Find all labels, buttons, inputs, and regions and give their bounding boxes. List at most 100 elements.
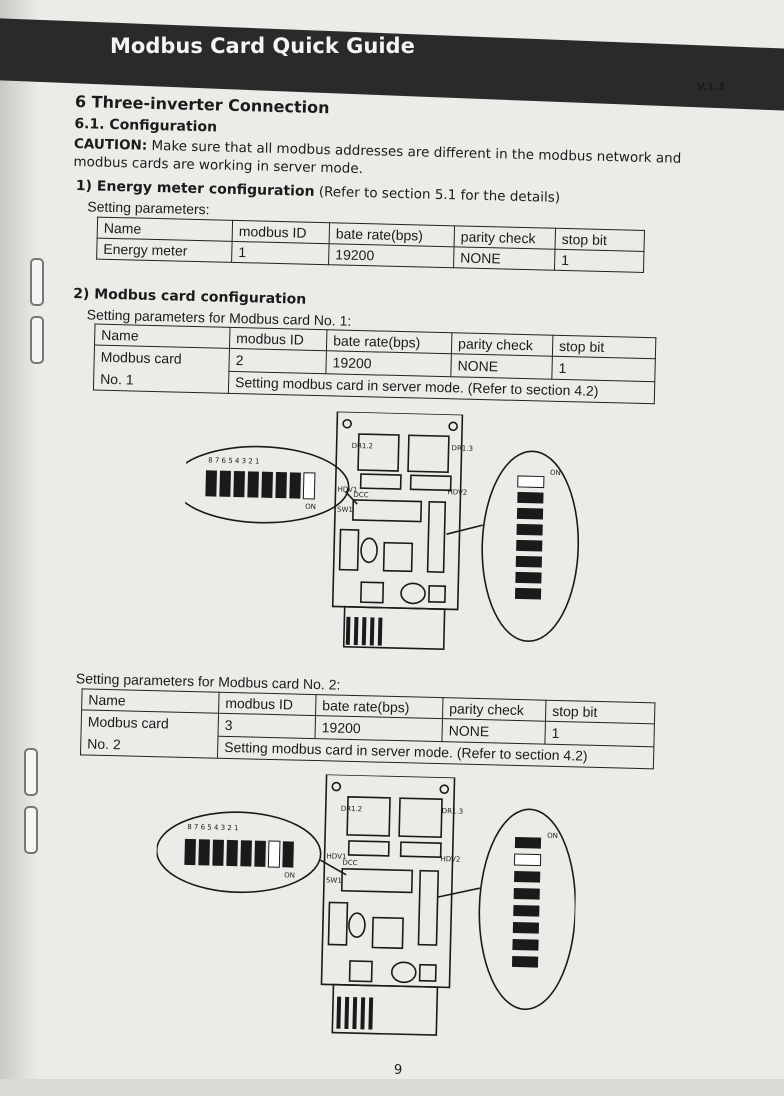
dip-on-label-right: ON: [550, 469, 561, 477]
dip-zoom-ellipse-right: [481, 450, 580, 643]
dr1-label: DR1.2: [352, 442, 374, 451]
capacitor: [390, 961, 417, 984]
dip-zoom-ellipse-left: [181, 445, 350, 524]
dip-switch-r1: [517, 475, 545, 489]
dip-switch-8: [184, 838, 196, 866]
pin: [360, 997, 366, 1030]
cell-name: Energy meter: [96, 238, 233, 263]
diode: [359, 473, 402, 490]
mount-hole: [331, 781, 342, 792]
cell-baud-rate: 19200: [328, 243, 455, 268]
step2-title: Modbus card configuration: [94, 286, 307, 308]
terminal-block: [398, 797, 443, 838]
sw1-dip-switch: [352, 499, 423, 523]
modbus-card-diagram-1: 8 7 6 5 4 3 2 1 ON HDV1 HDV2 SW1 DCC ON …: [181, 410, 580, 650]
cell-baud-rate: 19200: [314, 715, 443, 742]
header-modbus-id: modbus ID: [218, 692, 317, 716]
leader-line: [446, 524, 483, 535]
dr2-label: DR1.3: [452, 444, 474, 453]
dip-on-label-right: ON: [547, 832, 558, 840]
cell-name: Modbus card No. 2: [80, 709, 219, 759]
pin: [368, 997, 374, 1030]
dip-switch-r5: [513, 904, 540, 917]
small-connector: [327, 901, 349, 946]
capacitor: [400, 582, 426, 605]
cell-modbus-id: 1: [231, 241, 330, 265]
pcb-connector: [342, 605, 446, 650]
dip-switch-7: [198, 839, 210, 866]
pin: [377, 617, 383, 646]
cell-baud-rate: 19200: [325, 350, 452, 377]
diode: [399, 841, 442, 858]
crystal: [360, 537, 378, 564]
step1-note: (Refer to section 5.1 for the details): [314, 183, 561, 206]
dip-switch-r4: [513, 887, 540, 900]
header-stop-bit: stop bit: [554, 228, 645, 252]
binder-ring: [24, 806, 38, 854]
dcc-label: DCC: [342, 859, 357, 867]
crystal: [348, 912, 366, 938]
leader-line: [320, 859, 347, 876]
header-parity: parity check: [454, 225, 556, 250]
step1-number: 1): [75, 178, 93, 195]
hdv1-label: HDV1: [337, 486, 357, 494]
header-name: Name: [94, 324, 230, 349]
cell-name-line1: Modbus card: [100, 348, 182, 367]
dip-zoom-ellipse-left: [155, 811, 322, 894]
terminal-block: [357, 433, 400, 472]
component: [428, 584, 447, 604]
dip-switch-2: [289, 472, 301, 499]
header-stop-bit: stop bit: [552, 335, 656, 359]
section-title: 6 Three-inverter Connection: [74, 92, 330, 118]
chip: [371, 916, 404, 950]
pin: [345, 616, 351, 645]
dip-switch-r1: [514, 836, 542, 849]
terminal-block: [407, 434, 450, 474]
diode: [347, 840, 390, 857]
leader-line: [344, 491, 358, 505]
cell-modbus-id: 3: [218, 713, 316, 739]
caution-label: CAUTION:: [73, 135, 148, 154]
cell-stop-bit: 1: [551, 356, 656, 382]
cell-parity: NONE: [441, 718, 546, 744]
modbus-card-diagram-2: 8 7 6 5 4 3 2 1 ON HDV1 HDV2 SW1 DCC ON …: [155, 773, 577, 1036]
hdv2-label: HDV2: [447, 488, 467, 496]
cell-stop-bit: 1: [554, 249, 644, 273]
card1-table: Name modbus ID bate rate(bps) parity che…: [93, 324, 656, 405]
dip-switch-r3: [514, 870, 541, 883]
dip-switch-4: [261, 471, 273, 498]
pin: [344, 996, 350, 1029]
dip-switch-6: [233, 470, 245, 498]
header-stop-bit: stop bit: [545, 700, 655, 724]
step1-caption: Setting parameters:: [87, 198, 210, 218]
binder-ring: [24, 748, 38, 796]
dip-numbers: 8 7 6 5 4 3 2 1: [208, 456, 259, 465]
energy-meter-table: Name modbus ID bate rate(bps) parity che…: [96, 217, 645, 273]
dip-switch-r8: [511, 955, 539, 968]
dcc-label: DCC: [353, 491, 368, 499]
dip-switch-r6: [512, 921, 540, 934]
vertical-header: [426, 500, 447, 573]
terminal-block: [346, 796, 391, 837]
header-name: Name: [97, 217, 233, 242]
mount-hole: [439, 784, 450, 795]
pin: [336, 996, 342, 1029]
version-label: V.1.3: [697, 82, 725, 93]
hdv2-label: HDV2: [440, 855, 460, 863]
dip-switch-r4: [516, 523, 543, 536]
dr2-label: DR1.3: [442, 807, 464, 816]
page-number: 9: [394, 1063, 403, 1078]
dip-switch-1: [302, 472, 316, 500]
step2-heading: 2) Modbus card configuration: [73, 286, 306, 308]
cell-parity: NONE: [453, 246, 555, 271]
dip-switch-r6: [515, 555, 542, 568]
vertical-header: [417, 869, 440, 946]
dip-switch-r2: [517, 491, 544, 504]
pin: [369, 617, 375, 646]
header-modbus-id: modbus ID: [229, 327, 327, 351]
dip-zoom-ellipse-right: [478, 808, 577, 1011]
header-baud-rate: bate rate(bps): [315, 694, 444, 719]
component: [359, 581, 385, 604]
